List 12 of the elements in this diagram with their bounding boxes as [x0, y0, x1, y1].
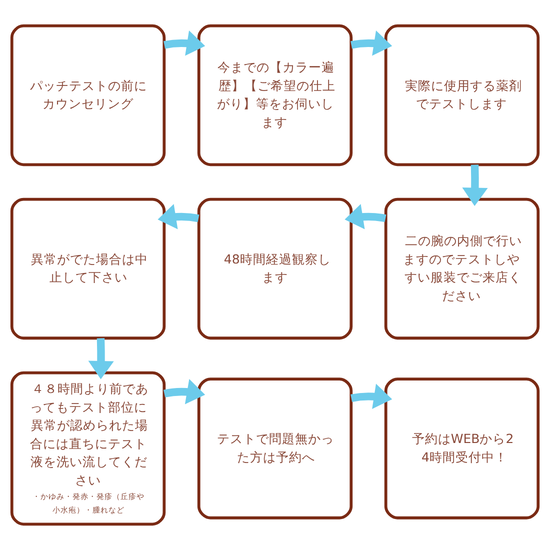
node-box: パッチテストの前にカウンセリング — [10, 24, 166, 166]
node-box: 実際に使用する薬剤でテストします — [384, 24, 540, 166]
node-box: テストで問題無かった方は予約へ — [197, 378, 353, 520]
arrow — [462, 164, 488, 206]
node-box: ４８時間より前であってもテスト部位に異常が認められた場合には直ちにテスト液を洗い流してください ・かゆみ・発赤・発疹（丘疹や小水疱）・腫れなど — [10, 371, 166, 526]
arrow — [88, 338, 114, 380]
arrow — [350, 384, 392, 410]
node-box: 48時間経過観察します — [197, 198, 353, 340]
node-box: 今までの【カラー遍歴】【ご希望の仕上がり】等をお伺いします — [197, 24, 353, 166]
node-box: 二の腕の内側で行いますのでテストしやすい服装でご来店ください — [384, 198, 540, 340]
node-box: 予約はWEBから24時間受付中！ — [384, 378, 540, 520]
node-box: 異常がでた場合は中止して下さい — [10, 198, 166, 340]
